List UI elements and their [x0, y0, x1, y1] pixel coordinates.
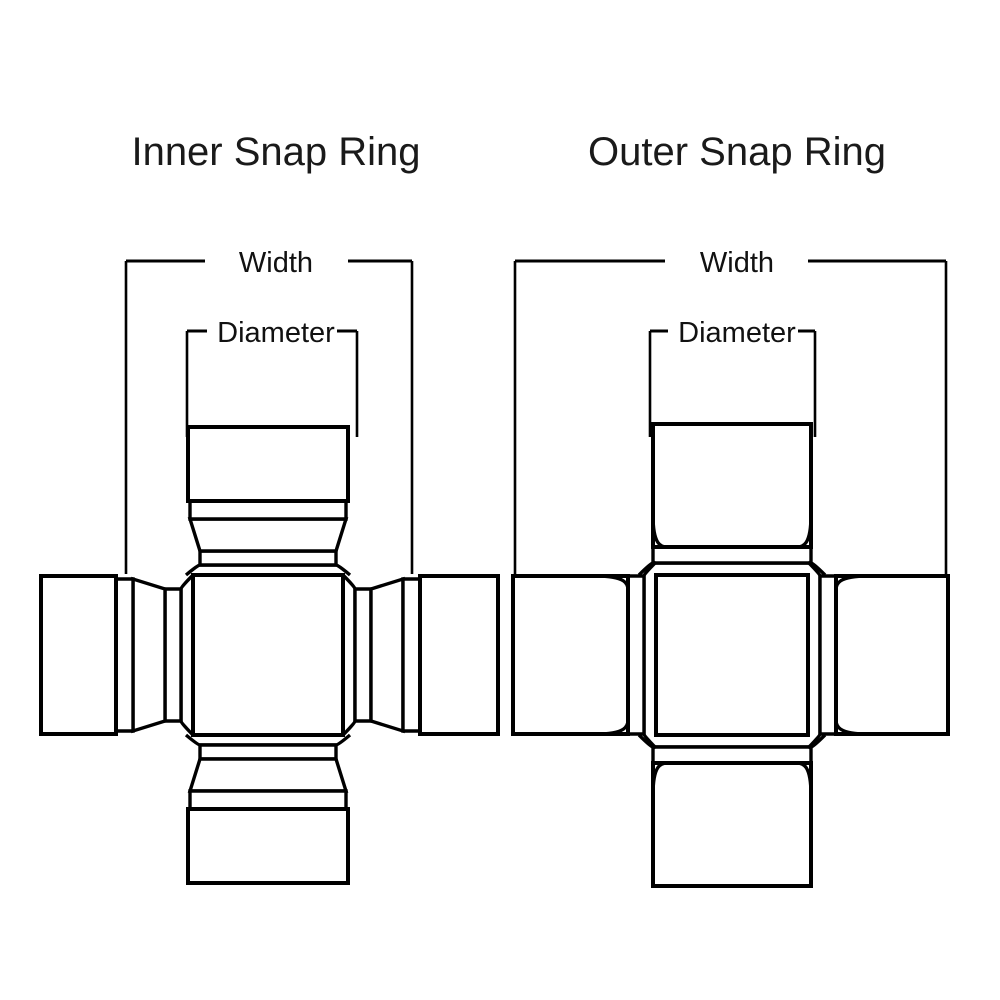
bearing-cup-left-inner [39, 573, 195, 737]
panel-title-inner: Inner Snap Ring [131, 130, 420, 174]
cup-main-body [186, 807, 350, 885]
cup-main-body [418, 574, 500, 736]
cup-taper [187, 757, 349, 793]
dimension-width-outer: Width [513, 247, 948, 574]
diameter-label-inner: Diameter [217, 317, 335, 349]
cup-main-body-square [834, 574, 950, 736]
cup-taper [131, 576, 167, 734]
cross-body-outer [654, 573, 810, 737]
cup-main-body-square [511, 574, 630, 736]
cup-groove-band [188, 789, 348, 811]
bearing-cup-right-inner [341, 573, 500, 737]
bearing-cup-top-inner [184, 425, 352, 577]
dimension-diameter-outer: Diameter [648, 317, 817, 437]
bearing-cup-left-outer [511, 560, 658, 750]
cup-end-band [651, 745, 813, 765]
cup-end-band [163, 587, 183, 723]
panel-title-outer: Outer Snap Ring [588, 130, 886, 174]
cup-end-band [198, 549, 338, 567]
bearing-cup-bottom-inner [184, 733, 352, 885]
bearing-cup-bottom-outer [637, 733, 827, 888]
cup-main-body [186, 425, 350, 503]
bearing-cup-top-outer [637, 422, 827, 577]
cup-shoulder-curves [834, 574, 869, 736]
cup-shoulder-curves [651, 514, 813, 549]
width-extension-lines-outer [513, 261, 948, 574]
width-label-inner: Width [239, 247, 313, 279]
cup-groove-band [401, 577, 422, 733]
cup-end-band [651, 545, 813, 565]
diameter-extension-lines-outer [648, 331, 817, 437]
cup-end-band [353, 587, 373, 723]
cup-taper [369, 576, 405, 734]
cup-taper [187, 517, 349, 553]
dimension-diameter-inner: Diameter [185, 317, 359, 437]
cup-main-body [39, 574, 118, 736]
cup-groove-band [114, 577, 135, 733]
diameter-label-outer: Diameter [678, 317, 796, 349]
cup-shoulder-curves [651, 761, 813, 796]
cup-main-body-square [651, 761, 813, 888]
panel-outer-snap-ring: Outer Snap Ring Width Diameter [511, 130, 950, 888]
universal-joint-cross-outer [511, 422, 950, 888]
cup-shoulder-curves [595, 574, 630, 736]
dimension-width-inner: Width [124, 247, 414, 574]
cup-groove-band [188, 499, 348, 521]
width-extension-lines-inner [124, 261, 414, 574]
cup-end-band [818, 574, 838, 736]
cross-body-inner [191, 573, 345, 737]
universal-joint-cross-inner [39, 425, 500, 885]
bearing-cup-right-outer [806, 560, 950, 750]
cup-end-band [626, 574, 646, 736]
diameter-extension-lines-inner [185, 331, 359, 437]
cup-end-band [198, 743, 338, 761]
panel-inner-snap-ring: Inner Snap Ring Width Diameter [39, 130, 500, 885]
cup-main-body-square [651, 422, 813, 549]
width-label-outer: Width [700, 247, 774, 279]
